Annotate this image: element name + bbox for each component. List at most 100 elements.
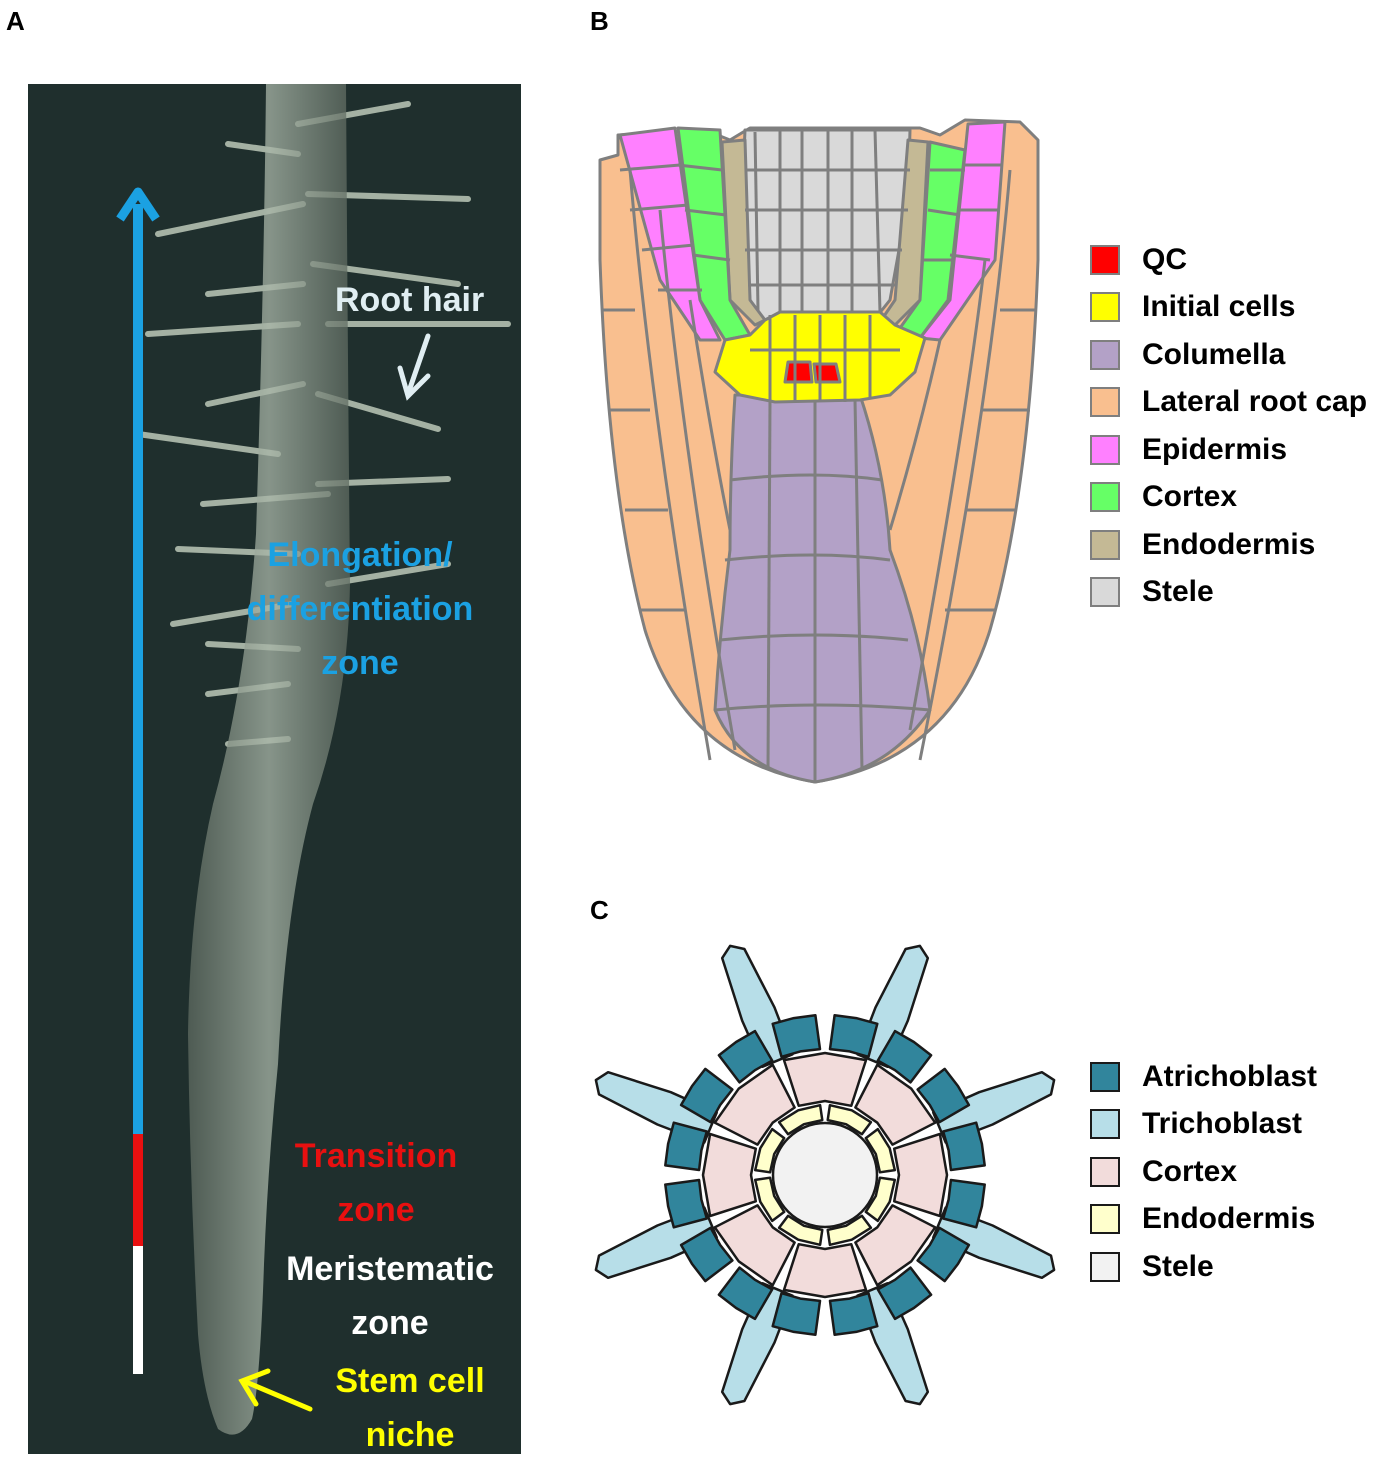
stem-cell-niche-label: Stem cell niche [290, 1354, 530, 1462]
transition-label-line-1: Transition [294, 1137, 458, 1175]
root-hair-arrow [397, 333, 431, 401]
elongation-arrowhead [116, 187, 160, 222]
atrichoblast-cell [664, 1121, 709, 1172]
legend-c-swatch [1090, 1204, 1120, 1235]
elongation-label-line-2: differentiation [246, 590, 474, 628]
legend-b-item: Cortex [1090, 474, 1367, 522]
atrichoblast-cell [679, 1067, 734, 1124]
legend-c-item: Trichoblast [1090, 1101, 1317, 1149]
root-body [188, 84, 350, 1435]
transition-zone-label: Transition zone [226, 1129, 526, 1237]
atrichoblast-cell [717, 1266, 774, 1321]
legend-c-label: Stele [1142, 1249, 1214, 1283]
endodermis-cell [826, 1214, 873, 1247]
endodermis-cell [826, 1103, 873, 1136]
root-tip-schematic [598, 118, 1040, 784]
cortex-cell [713, 1204, 796, 1287]
stem-cell-label-line-2: niche [365, 1416, 455, 1454]
legend-c-swatch [1090, 1109, 1120, 1140]
legend-b-label: Cortex [1142, 480, 1238, 514]
legend-b-label: Columella [1142, 337, 1286, 371]
cortex-cell [782, 1051, 868, 1108]
legend-b-item: Endodermis [1090, 521, 1367, 569]
legend-b-swatch [1090, 387, 1120, 418]
atrichoblast-cell [876, 1266, 933, 1321]
cortex-cell [713, 1063, 796, 1146]
atrichoblast-cell [941, 1178, 986, 1229]
stem-cell-arrow [238, 1368, 313, 1412]
legend-b-swatch [1090, 292, 1120, 323]
meristematic-label-line-1: Meristematic [286, 1250, 494, 1288]
atrichoblast-cell [916, 1067, 971, 1124]
root-cross-section [594, 944, 1056, 1406]
legend-b-swatch [1090, 434, 1120, 465]
atrichoblast-cell [828, 1014, 879, 1059]
elongation-zone-label: Elongation/ differentiation zone [190, 528, 530, 690]
legend-b-label: Initial cells [1142, 290, 1296, 324]
cortex-cells [701, 1051, 949, 1299]
legend-c-item: Atrichoblast [1090, 1053, 1317, 1101]
cortex-cell [782, 1242, 868, 1299]
cortex-cell [701, 1132, 758, 1218]
legend-b-label: QC [1142, 242, 1187, 276]
legend-b-label: Epidermis [1142, 432, 1288, 466]
legend-b-item: Epidermis [1090, 426, 1367, 474]
legend-b-item: Initial cells [1090, 284, 1367, 332]
legend-b-item: Stele [1090, 569, 1367, 617]
endodermis-cell [777, 1214, 824, 1247]
elongation-label-line-3: zone [321, 644, 399, 682]
legend-c-label: Trichoblast [1142, 1107, 1303, 1141]
legend-c-label: Atrichoblast [1142, 1059, 1318, 1093]
legend-b-label: Stele [1142, 575, 1214, 609]
endodermis-cell [753, 1127, 786, 1174]
stele-region [740, 128, 912, 327]
meristematic-zone-label: Meristematic zone [240, 1242, 540, 1350]
transition-label-line-2: zone [337, 1191, 415, 1229]
quiescent-center-left [783, 360, 814, 384]
atrichoblast-cell [916, 1226, 971, 1283]
endodermis-cell [864, 1176, 897, 1223]
endodermis-cells [753, 1103, 897, 1247]
legend-b-swatch [1090, 339, 1120, 370]
legend-c-swatch [1090, 1061, 1120, 1092]
atrichoblast-cell [679, 1226, 734, 1283]
legend-b-label: Endodermis [1142, 527, 1316, 561]
zone-bar [116, 187, 160, 1374]
legend-b-label: Lateral root cap [1142, 385, 1368, 419]
legend-b-swatch [1090, 244, 1120, 275]
legend-c-item: Stele [1090, 1243, 1317, 1291]
atrichoblast-cell [717, 1029, 774, 1084]
cell-walls [602, 129, 1035, 782]
legend-c-swatch [1090, 1251, 1120, 1282]
stem-cell-label-line-1: Stem cell [335, 1362, 485, 1400]
elongation-label-line-1: Elongation/ [267, 536, 453, 574]
atrichoblast-cell [941, 1121, 986, 1172]
stele-cell [771, 1121, 879, 1229]
root-hair-label: Root hair [335, 281, 485, 319]
atrichoblast-cell [828, 1291, 879, 1336]
legend-c-label: Cortex [1142, 1154, 1238, 1188]
endodermis-cell [753, 1176, 786, 1223]
legend-b-item: Columella [1090, 331, 1367, 379]
atrichoblast-cells [664, 1014, 986, 1336]
legend-b-swatch [1090, 482, 1120, 513]
epidermis-left [618, 126, 722, 342]
root-photograph [28, 84, 521, 1454]
cortex-cell [854, 1204, 937, 1287]
endodermis-cell [864, 1127, 897, 1174]
atrichoblast-cell [876, 1029, 933, 1084]
atrichoblast-cell [771, 1014, 822, 1059]
panel-letter-a: A [6, 6, 25, 36]
legend-b-swatch [1090, 529, 1120, 560]
legend-c-item: Cortex [1090, 1148, 1317, 1196]
atrichoblast-cell [664, 1178, 709, 1229]
endodermis-cell [777, 1103, 824, 1136]
legend-c-label: Endodermis [1142, 1202, 1316, 1236]
legend-c-item: Endodermis [1090, 1196, 1317, 1244]
legend-b-item: Lateral root cap [1090, 379, 1367, 427]
cortex-cell [854, 1063, 937, 1146]
panel-letter-c: C [590, 895, 609, 925]
cortex-cell [892, 1132, 949, 1218]
